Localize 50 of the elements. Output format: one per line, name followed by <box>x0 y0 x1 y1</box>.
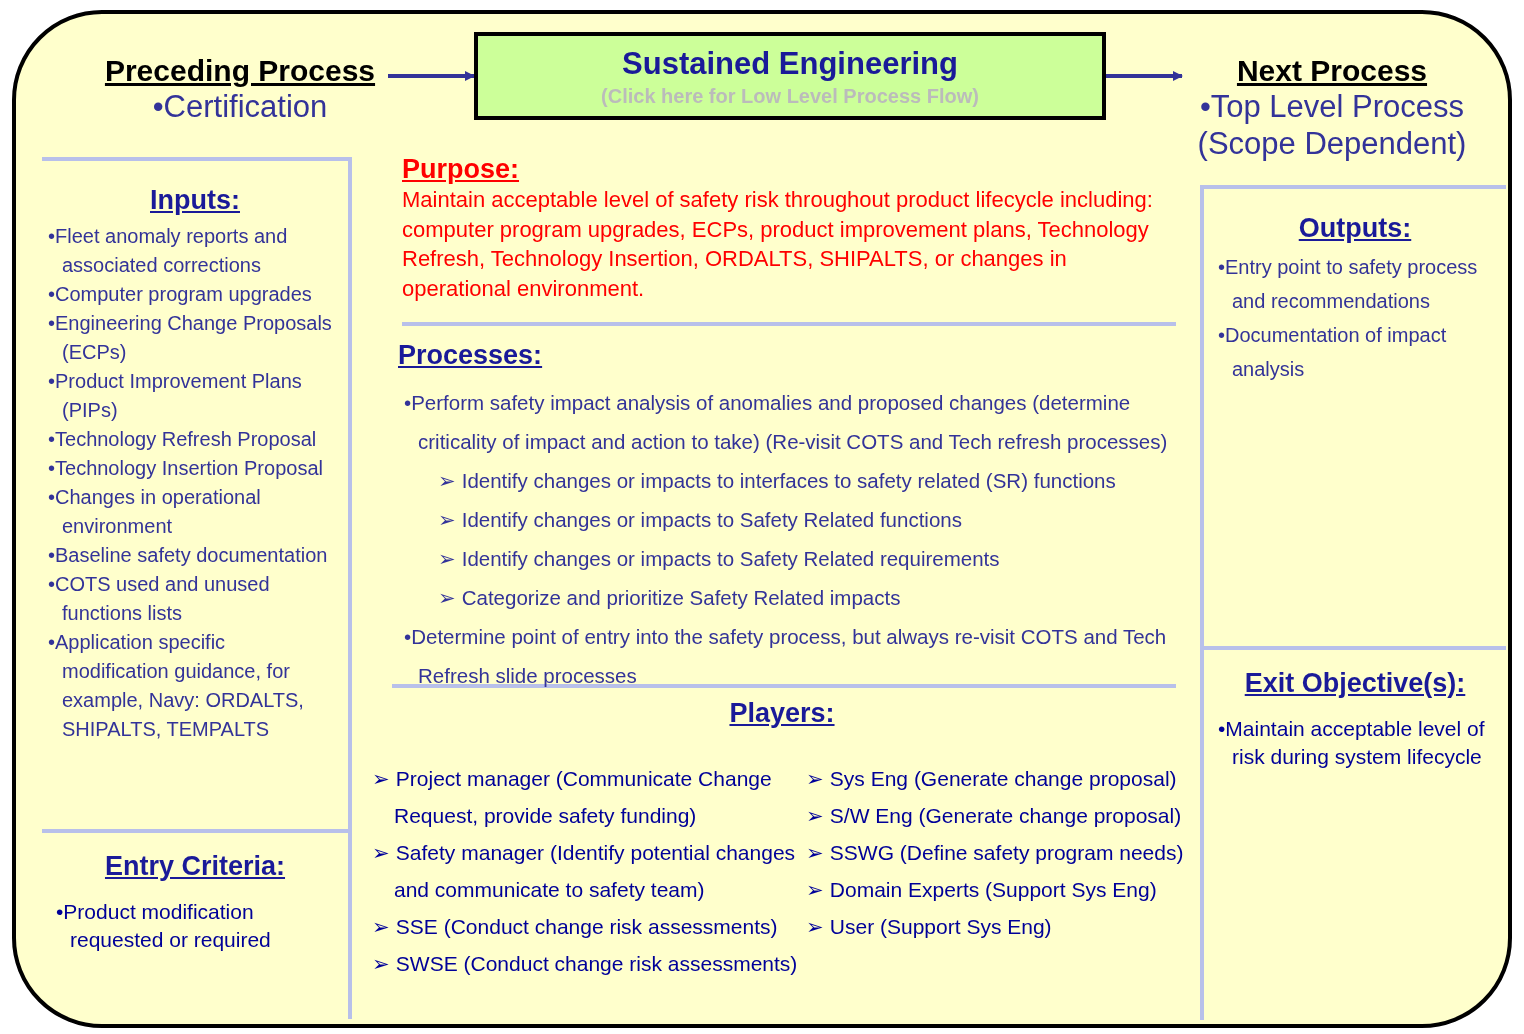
section-heading: Players: <box>728 698 836 729</box>
list-item: •Product Improvement Plans (PIPs) <box>48 369 303 423</box>
list-item: •Computer program upgrades <box>48 282 313 307</box>
list-item: ➢ Categorize and prioritize Safety Related impacts <box>438 585 902 611</box>
process-box <box>474 32 1106 120</box>
list-item: •Fleet anomaly reports and associated corrections <box>48 224 289 278</box>
list-item: •Engineering Change Proposals (ECPs) <box>48 311 333 365</box>
list-item: ➢ Identify changes or impacts to Safety Related functions <box>438 507 963 533</box>
section-heading: Inputs: <box>149 185 241 216</box>
list-item: •Technology Insertion Proposal <box>48 456 324 481</box>
list-item: ➢ User (Support Sys Eng) <box>806 914 1053 940</box>
section-heading: Outputs: <box>1297 213 1413 244</box>
list-item: •Maintain acceptable level of risk during system lifecycle <box>1218 716 1486 770</box>
list-item: •Product modification requested or required <box>56 899 272 953</box>
process-item: •Top Level Process (Scope Dependent) <box>1196 88 1468 162</box>
process-item: •Certification <box>151 88 329 125</box>
section-heading: Exit Objective(s): <box>1243 668 1467 699</box>
section-heading: Preceding Process <box>103 54 377 88</box>
list-item: •Changes in operational environment <box>48 485 262 539</box>
list-item: •Application specific modification guidance, for example, Navy: ORDALTS, SHIPALTS, TEMPALTS <box>48 630 305 742</box>
list-item: ➢ SSE (Conduct change risk assessments) <box>372 914 779 940</box>
section-panel <box>42 157 352 829</box>
purpose-text: Maintain acceptable level of safety risk throughout product lifecycle including: computer program upgrades, ECPs, product improvement plans, Technology Refresh, Technology Insertion, ORDALTS, SHIPALTS, or changes in operational environment. <box>402 186 1154 303</box>
list-item: ➢ SWSE (Conduct change risk assessments) <box>372 951 799 977</box>
list-item: ➢ Domain Experts (Support Sys Eng) <box>806 877 1158 903</box>
list-item: ➢ SSWG (Define safety program needs) <box>806 840 1185 866</box>
arrow <box>1106 71 1183 81</box>
section-heading: Sustained Engineering <box>621 46 959 82</box>
list-item: ➢ S/W Eng (Generate change proposal) <box>806 803 1183 829</box>
list-item: ➢ Sys Eng (Generate change proposal) <box>806 766 1178 792</box>
list-item: •Baseline safety documentation <box>48 543 329 568</box>
list-item: •Perform safety impact analysis of anomalies and proposed changes (determine criticality of impact and action to take) (Re-visit COTS and Tech refresh processes) <box>404 390 1169 455</box>
link-text: (Click here for Low Level Process Flow) <box>600 84 980 109</box>
list-item: •COTS used and unused functions lists <box>48 572 271 626</box>
section-heading: Processes: <box>398 340 544 371</box>
list-item: ➢ Safety manager (Identify potential changes and communicate to safety team) <box>372 840 797 903</box>
section-heading: Entry Criteria: <box>103 851 287 882</box>
list-item: ➢ Project manager (Communicate Change Request, provide safety funding) <box>372 766 773 829</box>
list-item: ➢ Identify changes or impacts to Safety Related requirements <box>438 546 1001 572</box>
arrow <box>388 71 475 81</box>
section-panel <box>1200 185 1506 650</box>
list-item: •Technology Refresh Proposal <box>48 427 318 452</box>
section-heading: Next Process <box>1235 54 1429 88</box>
section-panel <box>42 829 352 1019</box>
slide-panel <box>12 10 1512 1028</box>
list-item: •Documentation of impact analysis <box>1218 323 1448 382</box>
list-item: •Entry point to safety process and recommendations <box>1218 255 1479 314</box>
list-item: •Determine point of entry into the safety process, but always re-visit COTS and Tech Refresh slide processes <box>404 624 1168 689</box>
list-item: ➢ Identify changes or impacts to interfaces to safety related (SR) functions <box>438 468 1117 494</box>
section-heading: Purpose: <box>402 154 521 185</box>
